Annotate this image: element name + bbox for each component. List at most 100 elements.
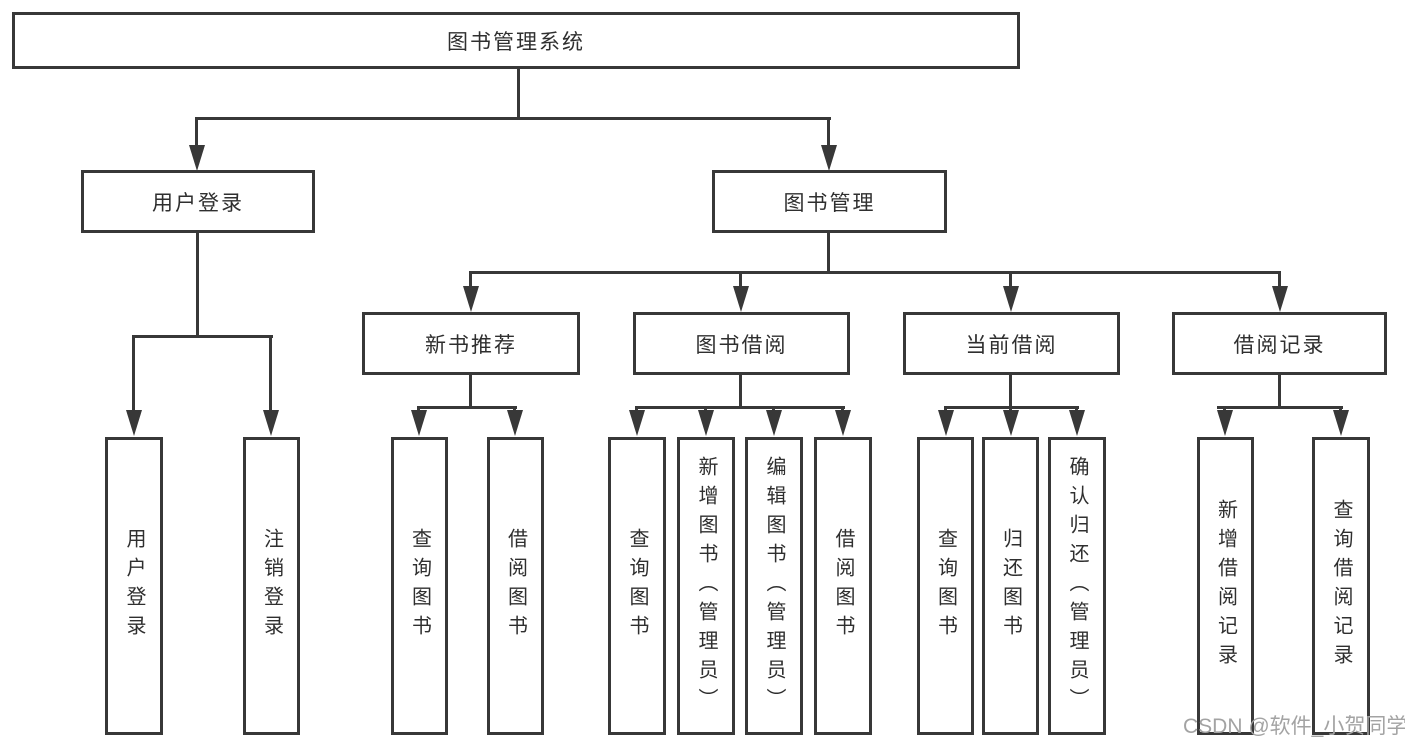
node-root: 图书管理系统: [12, 12, 1020, 69]
node-cb-confirm-return-label: 确认归还（管理员）: [1066, 455, 1088, 717]
node-user-login-branch-label: 用户登录: [152, 191, 244, 215]
arrow-head-icon: [1069, 410, 1085, 436]
down-arrow: [463, 271, 479, 312]
down-arrow: [1003, 406, 1019, 436]
node-borrowing-records: 借阅记录: [1172, 312, 1387, 375]
node-new-book-recommend: 新书推荐: [362, 312, 580, 375]
connector-line-root-stub: [517, 68, 520, 119]
arrow-head-icon: [1272, 286, 1288, 312]
down-arrow: [507, 406, 523, 436]
arrow-shaft: [195, 117, 198, 151]
arrow-head-icon: [766, 410, 782, 436]
down-arrow: [938, 406, 954, 436]
arrow-head-icon: [1333, 410, 1349, 436]
node-root-label: 图书管理系统: [447, 30, 585, 54]
node-bb-edit-books-label: 编辑图书（管理员）: [763, 455, 785, 717]
down-arrow: [126, 335, 142, 436]
connector-line-current-stub: [1009, 373, 1012, 408]
node-nbr-query-books: 查询图书: [391, 437, 448, 735]
arrow-shaft: [469, 271, 472, 292]
down-arrow: [411, 406, 427, 436]
arrow-head-icon: [629, 410, 645, 436]
node-user-login-label: 用户登录: [123, 528, 145, 644]
node-br-add-record: 新增借阅记录: [1197, 437, 1254, 735]
arrow-shaft: [1278, 271, 1281, 292]
node-nbr-borrow-books-label: 借阅图书: [504, 528, 527, 644]
node-logout-login: 注销登录: [243, 437, 300, 735]
down-arrow: [766, 406, 782, 436]
node-bb-edit-books: 编辑图书（管理员）: [745, 437, 803, 735]
arrow-head-icon: [821, 145, 837, 171]
down-arrow: [263, 335, 279, 436]
arrow-head-icon: [263, 410, 279, 436]
down-arrow: [1333, 406, 1349, 436]
node-bb-add-books-label: 新增图书（管理员）: [695, 455, 717, 717]
arrow-head-icon: [189, 145, 205, 171]
connector-line-userlogin-bus: [132, 335, 273, 338]
node-br-query-record-label: 查询借阅记录: [1330, 499, 1352, 673]
node-bb-add-books: 新增图书（管理员）: [677, 437, 735, 735]
down-arrow: [189, 117, 205, 171]
arrow-shaft: [132, 335, 135, 416]
arrow-head-icon: [1003, 286, 1019, 312]
connector-line-borrow-bus: [635, 406, 845, 409]
node-user-login: 用户登录: [105, 437, 163, 735]
node-cb-query-books: 查询图书: [917, 437, 974, 735]
connector-line-newbook-bus: [417, 406, 517, 409]
node-cb-query-books-label: 查询图书: [934, 528, 957, 644]
node-user-login-branch: 用户登录: [81, 170, 315, 233]
arrow-head-icon: [698, 410, 714, 436]
node-cb-return-books: 归还图书: [982, 437, 1039, 735]
node-br-add-record-label: 新增借阅记录: [1214, 499, 1237, 673]
node-book-management: 图书管理: [712, 170, 947, 233]
arrow-shaft: [269, 335, 272, 416]
arrow-shaft: [1009, 271, 1012, 292]
arrow-shaft: [827, 117, 830, 151]
node-book-borrowing: 图书借阅: [633, 312, 850, 375]
connector-line-borrow-stub: [739, 373, 742, 408]
arrow-head-icon: [411, 410, 427, 436]
node-new-book-recommend-label: 新书推荐: [425, 333, 517, 357]
node-logout-login-label: 注销登录: [260, 528, 283, 644]
down-arrow: [835, 406, 851, 436]
arrow-head-icon: [463, 286, 479, 312]
arrow-head-icon: [507, 410, 523, 436]
down-arrow: [1003, 271, 1019, 312]
arrow-head-icon: [938, 410, 954, 436]
watermark: CSDN @软件_小贺同学: [1183, 715, 1405, 738]
arrow-head-icon: [1217, 410, 1233, 436]
connector-line-bookmgmt-bus: [469, 271, 1281, 274]
connector-line-newbook-stub: [469, 373, 472, 408]
node-nbr-query-books-label: 查询图书: [408, 528, 431, 644]
arrow-shaft: [739, 271, 742, 292]
node-book-management-label: 图书管理: [783, 191, 876, 215]
down-arrow: [1217, 406, 1233, 436]
down-arrow: [1069, 406, 1085, 436]
arrow-head-icon: [733, 286, 749, 312]
arrow-head-icon: [835, 410, 851, 436]
node-bb-query-books-label: 查询图书: [626, 528, 648, 644]
node-cb-confirm-return: 确认归还（管理员）: [1048, 437, 1106, 735]
down-arrow: [698, 406, 714, 436]
node-nbr-borrow-books: 借阅图书: [487, 437, 544, 735]
node-current-borrowing: 当前借阅: [903, 312, 1120, 375]
down-arrow: [733, 271, 749, 312]
connector-line-userlogin-stub: [196, 232, 199, 337]
node-bb-borrow-books: 借阅图书: [814, 437, 872, 735]
connector-line-records-bus: [1217, 406, 1343, 409]
arrow-head-icon: [126, 410, 142, 436]
down-arrow: [1272, 271, 1288, 312]
node-br-query-record: 查询借阅记录: [1312, 437, 1370, 735]
node-bb-borrow-books-label: 借阅图书: [832, 528, 854, 644]
node-borrowing-records-label: 借阅记录: [1233, 333, 1326, 357]
node-cb-return-books-label: 归还图书: [999, 528, 1022, 644]
connector-line-records-stub: [1278, 375, 1281, 408]
connector-line-root-bus: [195, 117, 831, 120]
connector-line-bookmgmt-stub: [827, 232, 830, 273]
down-arrow: [629, 406, 645, 436]
node-current-borrowing-label: 当前借阅: [965, 333, 1058, 357]
down-arrow: [821, 117, 837, 171]
node-bb-query-books: 查询图书: [608, 437, 666, 735]
arrow-head-icon: [1003, 410, 1019, 436]
